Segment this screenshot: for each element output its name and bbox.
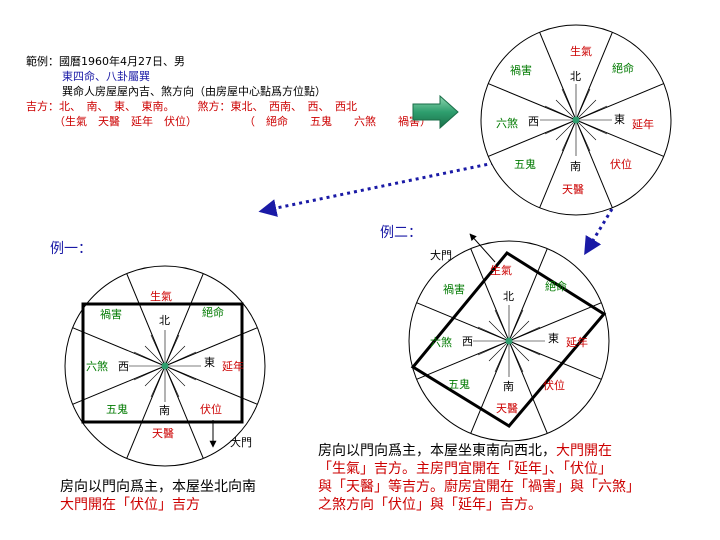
ex2-star-jueming: 絕命 <box>545 279 567 293</box>
star-fuwei: 伏位 <box>610 157 632 171</box>
ex2-star-shengqi: 生氣 <box>490 263 512 277</box>
ex2-desc-line3: 與「天醫」等吉方。廚房宜開在「禍害」與「六煞」 <box>318 479 640 495</box>
compass-example1: 生氣 絕命 延年 伏位 天醫 五鬼 六煞 禍害 北 南 東 西 大門 <box>64 265 266 467</box>
star-shengqi: 生氣 <box>570 44 592 58</box>
ex1-desc-line1: 房向以門向爲主，本屋坐北向南 <box>60 479 256 495</box>
dir-east: 東 <box>614 113 625 126</box>
example2-description: 房向以門向爲主，本屋坐東南向西北，大門開在 「生氣」吉方。主房門宜開在「延年」、… <box>318 442 640 514</box>
ex2-desc-l1-black: 房向以門向爲主，本屋坐東南向西北， <box>318 443 556 459</box>
ex1-desc-line2: 大門開在「伏位」吉方 <box>60 497 200 513</box>
life-type: 東四命、八卦屬巽 <box>62 70 150 83</box>
lucky-stars: （生氣 天醫 延年 伏位） <box>54 115 197 128</box>
lucky-dirs: 北、 南、 東、 東南。 <box>59 100 175 113</box>
ex2-dir-east: 東 <box>548 332 559 345</box>
ex1-star-shengqi: 生氣 <box>150 289 172 303</box>
ex2-star-wugui: 五鬼 <box>448 377 470 391</box>
star-yannian: 延年 <box>632 117 654 131</box>
star-liusha: 六煞 <box>496 116 518 130</box>
example1-title: 例一： <box>50 241 92 257</box>
ex2-star-liusha: 六煞 <box>430 335 452 349</box>
ex1-star-fuwei: 伏位 <box>200 402 222 416</box>
dir-west: 西 <box>528 115 539 128</box>
lucky-row: 吉方：北、 南、 東、 東南。 煞方：東北、 西南、 西、 西北 <box>26 99 431 114</box>
house-note: 巽命人房屋屋內吉、煞方向（由房屋中心點爲方位點） <box>62 85 326 98</box>
ex2-star-fuwei: 伏位 <box>543 378 565 392</box>
ex1-star-liusha: 六煞 <box>86 359 108 373</box>
dir-north: 北 <box>570 70 581 83</box>
star-tianyi: 天醫 <box>562 183 584 196</box>
compass-main: 生氣 絕命 延年 伏位 天醫 五鬼 六煞 禍害 北 南 東 西 <box>480 24 672 216</box>
ex2-desc-l1-red: 大門開在 <box>556 443 612 459</box>
ex1-dir-north: 北 <box>159 314 170 327</box>
header-block: 範例：國曆1960年4月27日、男 東四命、八卦屬巽 巽命人房屋屋內吉、煞方向（… <box>26 54 431 129</box>
unlucky-stars: （ 絕命 五鬼 六煞 禍害） <box>244 115 431 128</box>
ex2-desc-line4: 之煞方向「伏位」與「延年」吉方。 <box>318 497 542 513</box>
ex1-dir-east: 東 <box>204 356 215 369</box>
ex1-star-jueming: 絕命 <box>202 305 224 319</box>
ex2-dir-north: 北 <box>503 290 514 303</box>
ex2-dir-south: 南 <box>503 380 514 393</box>
house-outline-1 <box>81 302 244 424</box>
house-outline-2 <box>410 251 607 428</box>
stars-row: （生氣 天醫 延年 伏位） （ 絕命 五鬼 六煞 禍害） <box>26 114 431 129</box>
ex1-star-wugui: 五鬼 <box>106 402 128 416</box>
lucky-label: 吉方： <box>26 100 59 113</box>
ex2-door-label: 大門 <box>430 248 452 262</box>
right-arrow-icon <box>412 94 459 130</box>
dotted-arrow-left <box>258 161 495 217</box>
unlucky-dirs: 東北、 西南、 西、 西北 <box>230 100 358 113</box>
unlucky-label: 煞方： <box>197 100 231 113</box>
example1-description: 房向以門向爲主，本屋坐北向南 大門開在「伏位」吉方 <box>60 478 256 514</box>
star-jueming: 絕命 <box>612 61 634 75</box>
ex2-star-yannian: 延年 <box>566 335 588 349</box>
dir-south: 南 <box>570 160 581 173</box>
ex2-star-huohai: 禍害 <box>443 282 465 296</box>
example-title: 範例：國曆1960年4月27日、男 <box>26 55 185 68</box>
ex1-door-label: 大門 <box>230 435 252 449</box>
star-huohai: 禍害 <box>510 63 532 77</box>
compass-example2: 生氣 絕命 延年 伏位 天醫 五鬼 六煞 禍害 北 南 東 西 大門 <box>408 233 610 442</box>
example2-title: 例二： <box>380 225 422 241</box>
ex1-dir-south: 南 <box>159 404 170 417</box>
ex1-dir-west: 西 <box>118 360 129 373</box>
door-arrow-2 <box>469 233 496 263</box>
star-wugui: 五鬼 <box>514 157 536 171</box>
ex1-star-huohai: 禍害 <box>100 307 122 321</box>
ex2-desc-line2: 「生氣」吉方。主房門宜開在「延年」、「伏位」 <box>318 461 612 477</box>
ex1-star-tianyi: 天醫 <box>152 427 174 440</box>
ex2-dir-west: 西 <box>462 335 473 348</box>
ex1-star-yannian: 延年 <box>222 359 244 373</box>
dotted-arrow-right <box>584 208 614 256</box>
ex2-star-tianyi: 天醫 <box>496 402 518 415</box>
